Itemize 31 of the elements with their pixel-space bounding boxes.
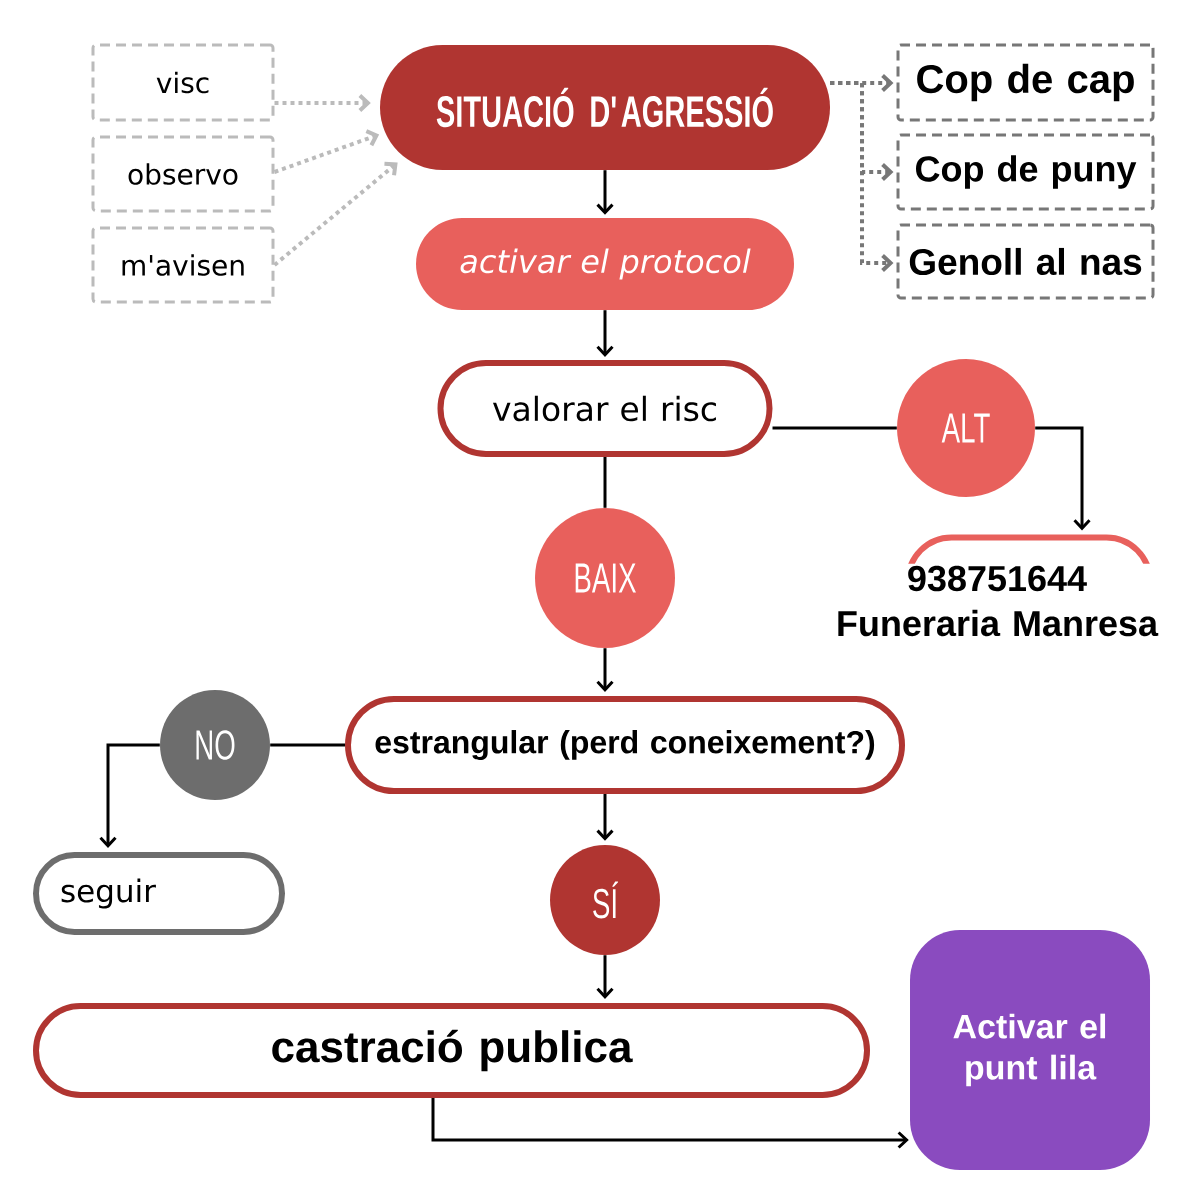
dashed-box: visc: [91, 43, 275, 122]
dotted-arrow: [273, 161, 398, 267]
arrow: [431, 1098, 909, 1149]
dashed-box: observo: [91, 135, 275, 213]
dotted-arrow: [830, 81, 894, 272]
connector-line: [270, 743, 345, 747]
connector-line: [603, 457, 607, 508]
action-box: Activar el punt lila: [910, 930, 1150, 1170]
node-label: 938751644: [908, 565, 1087, 592]
arrow: [596, 955, 614, 999]
arrow: [1035, 426, 1091, 531]
process-box: valorar el risc: [437, 360, 773, 457]
contact-box: 938751644 Funeraria Manresa: [821, 534, 1173, 639]
end-box: seguir: [33, 852, 285, 935]
arrow: [596, 170, 614, 215]
process-box: activar el protocol: [416, 218, 794, 310]
dotted-arrow: [273, 129, 380, 174]
process-box: castració publica: [33, 1003, 870, 1098]
outcome-box: Genoll al nas: [896, 223, 1155, 300]
arrow: [99, 743, 160, 848]
arrow: [596, 794, 614, 841]
node-label: Funeraria Manresa: [838, 609, 1159, 637]
arrow: [596, 648, 614, 692]
outcome-box: Cop de cap: [896, 43, 1155, 122]
dashed-box: m'avisen: [91, 226, 275, 304]
process-box: estrangular (perd coneixement?): [345, 696, 905, 794]
connector-line: [772, 426, 897, 430]
arrow: [596, 310, 614, 357]
outcome-box: Cop de puny: [896, 133, 1155, 211]
start-box: SITUACIÓ D'AGRESSIÓ: [380, 45, 830, 170]
dotted-arrow: [274, 94, 371, 112]
